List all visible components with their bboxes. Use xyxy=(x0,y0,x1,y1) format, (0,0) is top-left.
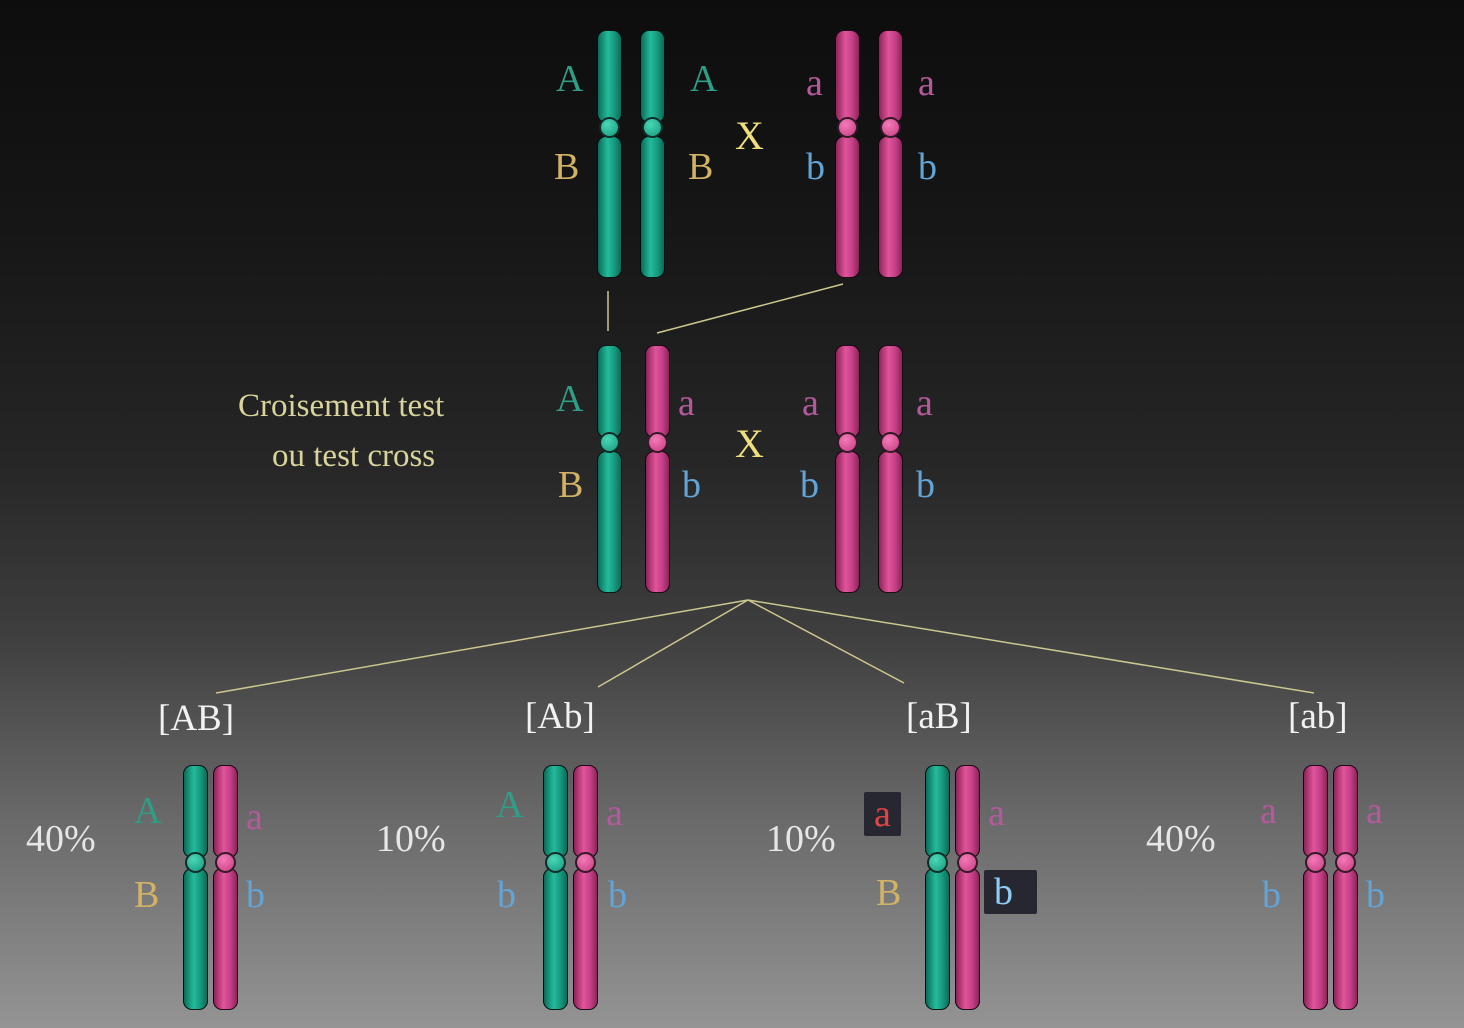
centromere xyxy=(880,117,901,138)
allele-label-a-highlighted: a xyxy=(864,792,901,836)
percent-label: 40% xyxy=(1146,818,1216,860)
chromosome-pink xyxy=(1303,765,1328,1010)
allele-label-a: a xyxy=(806,62,823,104)
allele-label-B: B xyxy=(688,146,714,188)
allele-label-a: a xyxy=(802,382,819,424)
chromosome-pink xyxy=(955,765,980,1010)
chromosome-pink xyxy=(573,765,598,1010)
centromere xyxy=(647,432,668,453)
allele-label-B: B xyxy=(876,872,902,914)
allele-label-a: a xyxy=(1260,790,1277,832)
allele-label-a: a xyxy=(918,62,935,104)
allele-label-A: A xyxy=(496,784,524,826)
allele-label-b-highlighted: b xyxy=(984,870,1037,914)
centromere xyxy=(599,117,620,138)
chromosome-pink xyxy=(878,345,903,593)
chromosome-teal xyxy=(543,765,568,1010)
centromere xyxy=(1305,852,1326,873)
centromere xyxy=(880,432,901,453)
centromere xyxy=(837,432,858,453)
chromosome-pink xyxy=(878,30,903,278)
allele-label-a: a xyxy=(678,382,695,424)
centromere xyxy=(545,852,566,873)
centromere xyxy=(215,852,236,873)
allele-label-b: b xyxy=(918,146,937,188)
phenotype-label: [aB] xyxy=(906,696,972,737)
allele-label-a: a xyxy=(246,796,263,838)
centromere xyxy=(927,852,948,873)
centromere xyxy=(575,852,596,873)
centromere xyxy=(1335,852,1356,873)
centromere xyxy=(837,117,858,138)
cross-symbol: X xyxy=(735,421,764,466)
allele-label-b: b xyxy=(497,874,516,916)
chromosome-teal xyxy=(925,765,950,1010)
chromosome-pink xyxy=(835,30,860,278)
allele-label-b: b xyxy=(800,464,819,506)
allele-label-A: A xyxy=(134,790,162,832)
phenotype-label: [ab] xyxy=(1288,696,1348,737)
allele-label-b: b xyxy=(246,874,265,916)
chromosome-teal xyxy=(597,30,622,278)
chromosome-teal xyxy=(640,30,665,278)
percent-label: 10% xyxy=(376,818,446,860)
allele-label-A: A xyxy=(556,58,584,100)
chromosome-pink xyxy=(213,765,238,1010)
caption-line1: Croisement test xyxy=(238,388,445,424)
centromere xyxy=(957,852,978,873)
allele-label-b: b xyxy=(608,874,627,916)
chromosome-teal xyxy=(183,765,208,1010)
chromosome-pink xyxy=(1333,765,1358,1010)
allele-label-B: B xyxy=(134,874,160,916)
chromosome-pink xyxy=(835,345,860,593)
centromere xyxy=(185,852,206,873)
chromosome-teal xyxy=(597,345,622,593)
percent-label: 10% xyxy=(766,818,836,860)
allele-label-B: B xyxy=(554,146,580,188)
allele-label-A: A xyxy=(556,378,584,420)
allele-label-b: b xyxy=(1366,874,1385,916)
centromere xyxy=(642,117,663,138)
chromosome-pink xyxy=(645,345,670,593)
allele-label-b: b xyxy=(916,464,935,506)
caption-line2: ou test cross xyxy=(272,438,436,474)
allele-label-b: b xyxy=(806,146,825,188)
allele-label-a: a xyxy=(606,792,623,834)
allele-label-A: A xyxy=(690,58,718,100)
centromere xyxy=(599,432,620,453)
percent-label: 40% xyxy=(26,818,96,860)
allele-label-a: a xyxy=(988,792,1005,834)
allele-label-a: a xyxy=(1366,790,1383,832)
allele-label-B: B xyxy=(558,464,584,506)
phenotype-label: [Ab] xyxy=(525,696,595,737)
allele-label-a: a xyxy=(916,382,933,424)
allele-label-b: b xyxy=(1262,874,1281,916)
phenotype-label: [AB] xyxy=(158,698,235,739)
cross-symbol: X xyxy=(735,113,764,158)
allele-label-b: b xyxy=(682,464,701,506)
